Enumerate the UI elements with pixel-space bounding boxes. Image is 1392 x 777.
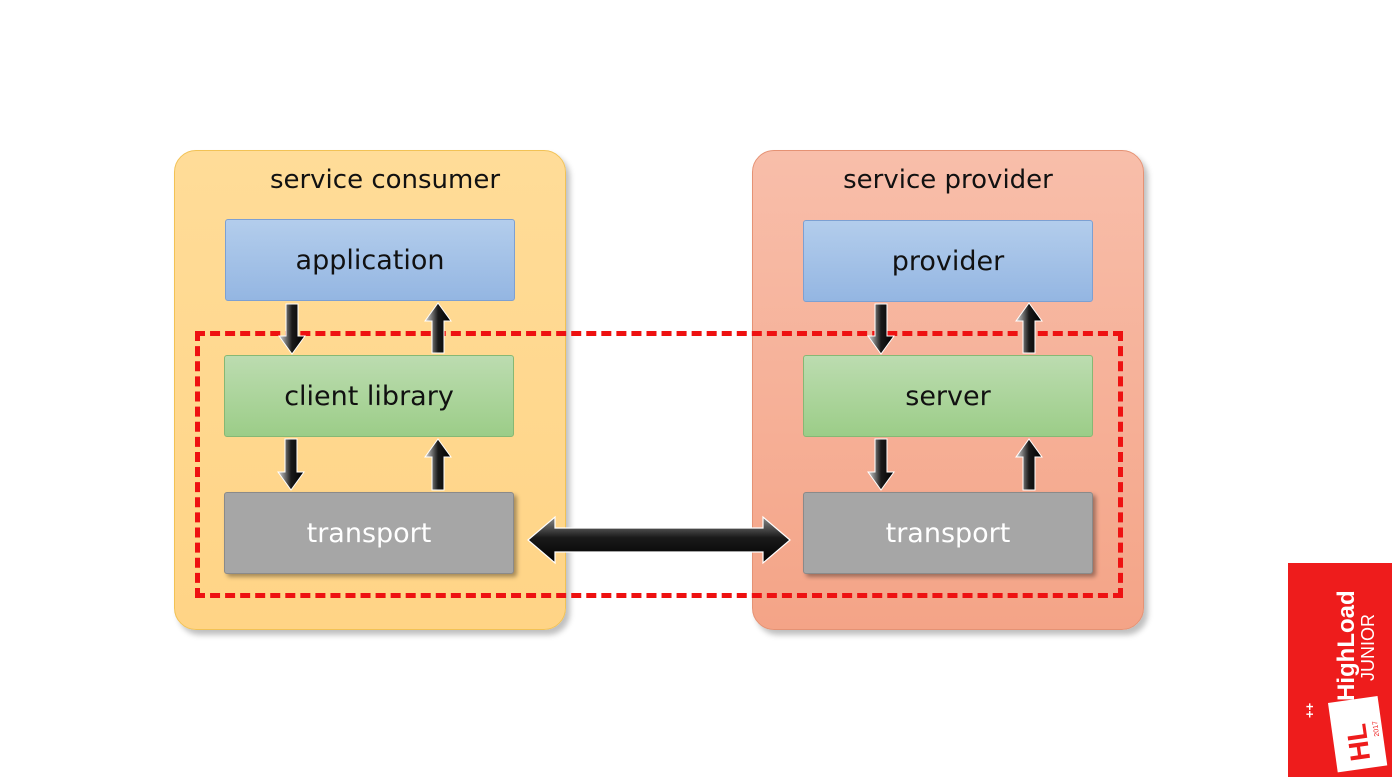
provider-to-server-arrow <box>867 303 895 355</box>
transport-to-server-arrow <box>1015 438 1043 491</box>
application-box: application <box>225 219 515 301</box>
logo-sub-text: JUNIOR <box>1358 614 1378 681</box>
logo-year-text: 2017 <box>1372 720 1381 737</box>
server-to-provider-arrow <box>1015 302 1043 354</box>
consumer-transport-box: transport <box>224 492 514 574</box>
logo-mark: HL 2017 <box>1328 696 1388 773</box>
logo-brand-text: HighLoad <box>1333 590 1360 701</box>
provider-box: provider <box>803 220 1093 302</box>
service-provider-title: service provider <box>843 165 1053 195</box>
service-consumer-title: service consumer <box>269 165 501 195</box>
server-box: server <box>803 355 1093 437</box>
logo-mark-text: HL <box>1340 722 1376 763</box>
transport-to-client-arrow <box>424 438 452 491</box>
client-to-transport-arrow <box>277 438 305 491</box>
transport-link-arrow <box>527 515 791 565</box>
highload-junior-logo: HighLoad JUNIOR ++ HL 2017 <box>1288 563 1392 777</box>
provider-transport-box: transport <box>803 492 1093 574</box>
logo-plus-text: ++ <box>1302 702 1317 718</box>
client-library-box: client library <box>224 355 514 437</box>
app-to-client-arrow <box>278 303 306 355</box>
highlight-boundary <box>195 331 1123 598</box>
server-to-transport-arrow <box>867 438 895 491</box>
client-to-app-arrow <box>424 302 452 354</box>
